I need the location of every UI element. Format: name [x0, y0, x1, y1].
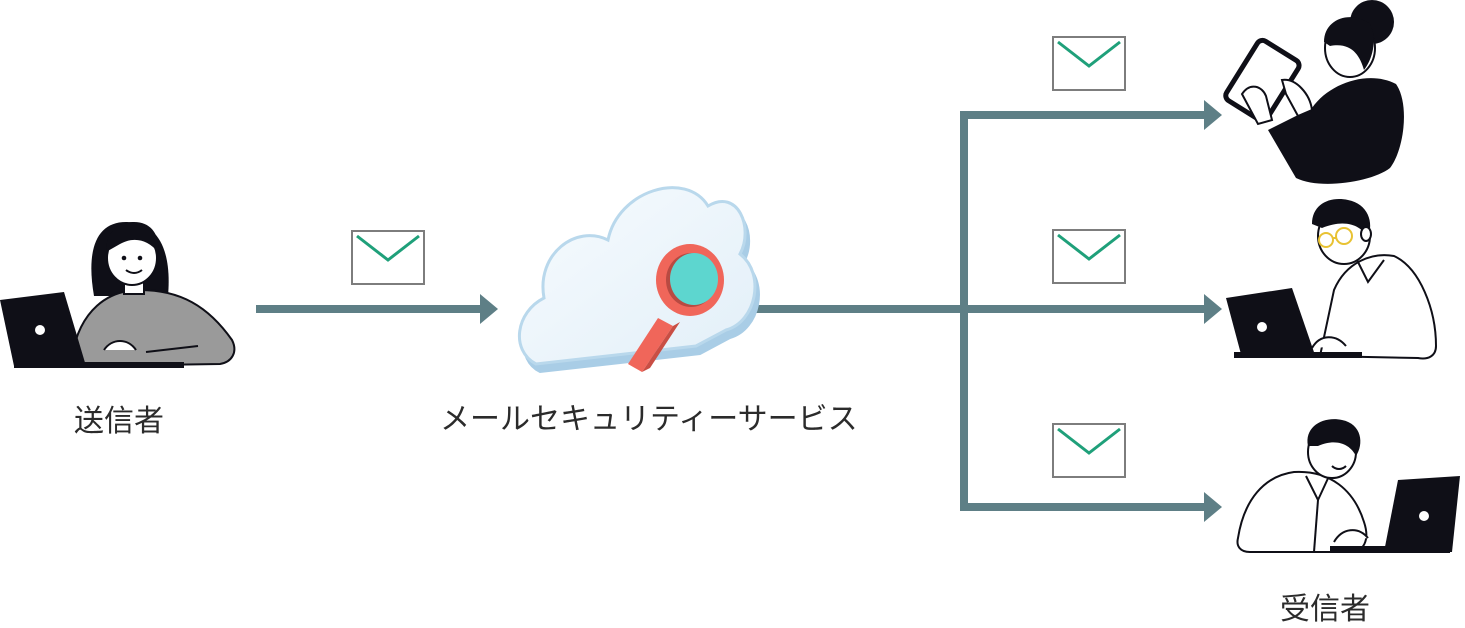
- service-label: メールセキュリティーサービス: [440, 402, 858, 437]
- cloud-with-magnifier-icon: [518, 186, 760, 374]
- envelope-icon: [1052, 36, 1126, 91]
- man-with-laptop-icon: [1236, 419, 1460, 553]
- receiver-label: 受信者: [1280, 592, 1370, 627]
- arrowhead-receiver-1: [1204, 100, 1222, 130]
- envelope-icon: [1052, 229, 1126, 284]
- sender-label: 送信者: [74, 404, 164, 439]
- arrowhead-service: [480, 294, 498, 324]
- arrowhead-receiver-3: [1204, 492, 1222, 522]
- arrowhead-receiver-2: [1204, 294, 1222, 324]
- man-with-glasses-laptop-icon: [1226, 199, 1438, 360]
- woman-with-laptop-icon: [0, 222, 236, 368]
- envelope-icon: [351, 230, 425, 285]
- envelope-icon: [1052, 423, 1126, 478]
- flow-arrows: [256, 100, 1222, 522]
- woman-with-tablet-icon: [1223, 0, 1404, 184]
